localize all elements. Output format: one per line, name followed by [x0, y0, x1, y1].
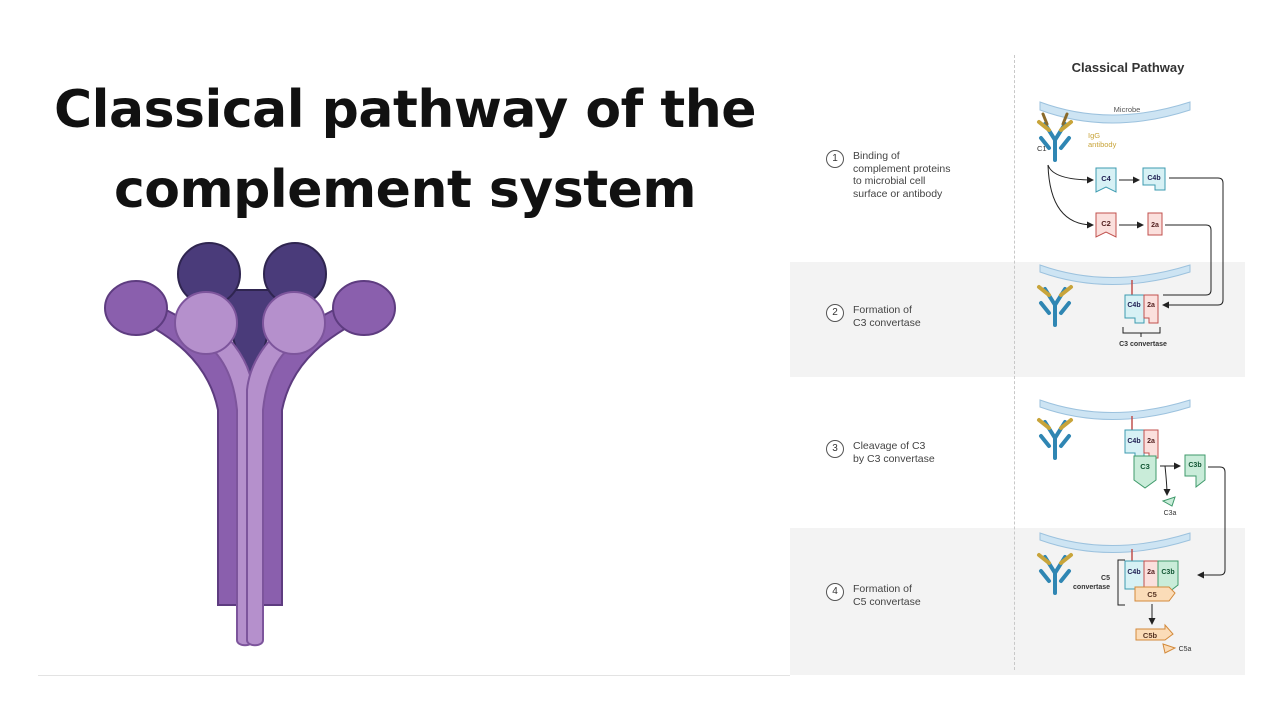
c4b-label-3: C4b [1127, 438, 1140, 445]
c5-convertase-bracket [1117, 559, 1125, 606]
step-text: Binding of complement proteins to microb… [853, 150, 951, 200]
c5a-label: C5a [1179, 646, 1192, 653]
antibody-light-head-left [174, 291, 238, 355]
step-number: 3 [826, 440, 844, 458]
arrow-to-c2 [1047, 164, 1094, 229]
c1-label: C1 [1037, 144, 1047, 153]
igg-antibody-icon-2 [1037, 285, 1073, 327]
c2a-bound-label: 2a [1147, 302, 1155, 309]
c5-label: C5 [1147, 590, 1157, 599]
microbe-membrane-2 [1039, 264, 1191, 285]
c5a-fragment [1162, 643, 1177, 654]
c5-protein [1134, 586, 1176, 602]
igg-antibody-icon-3 [1037, 418, 1073, 460]
panel-divider [1014, 55, 1015, 670]
microbe-membrane [1039, 101, 1191, 124]
microbe-membrane-3 [1039, 399, 1191, 420]
c2a-label-3: 2a [1147, 438, 1155, 445]
step-number: 4 [826, 583, 844, 601]
c5-convertase-label-line-1: C5 [1101, 575, 1110, 582]
c3b-label-4: C3b [1161, 569, 1174, 576]
step-text: Cleavage of C3 by C3 convertase [853, 440, 935, 465]
c2a-bound [1143, 294, 1159, 324]
panel-title: Classical Pathway [1071, 60, 1185, 75]
c5-convertase-label-line-2: convertase [1073, 584, 1110, 591]
igg-label-line-2: antibody [1088, 140, 1117, 149]
c4b-label-4: C4b [1127, 569, 1140, 576]
arrow-c3-to-c3a [1163, 465, 1171, 496]
c3-protein [1133, 455, 1157, 489]
c5b-protein [1135, 623, 1174, 641]
microbe-label: Microbe [1114, 105, 1141, 114]
antibody-knob-right [332, 280, 396, 336]
c5b-label: C5b [1143, 631, 1158, 640]
arrow-to-c4 [1047, 164, 1094, 184]
igg-label-line-1: IgG [1088, 131, 1100, 140]
step-number: 2 [826, 304, 844, 322]
c2-protein [1095, 212, 1117, 238]
antibody-inner-left [192, 323, 254, 647]
c3b-label: C3b [1188, 462, 1201, 469]
c2a-label: 2a [1151, 222, 1159, 229]
page-title-line-2: complement system [113, 160, 697, 220]
igg-antibody-icon [1037, 112, 1073, 162]
arrow-c4b-to-convertase [1162, 177, 1224, 309]
c2-label: C2 [1101, 219, 1111, 228]
microbe-membrane-4 [1039, 532, 1191, 553]
c2a-label-4: 2a [1147, 569, 1155, 576]
c4-protein [1095, 167, 1117, 193]
c2a-protein [1147, 212, 1163, 236]
page-title-line-1: Classical pathway of the [54, 80, 756, 140]
step-2-band [790, 262, 1245, 377]
antibody-light-head-right [262, 291, 326, 355]
step-text: Formation of C5 convertase [853, 583, 921, 608]
page-title: Classical pathway of the complement syst… [40, 70, 770, 230]
divider-line [38, 675, 790, 676]
antibody-knob-left [104, 280, 168, 336]
c4b-label: C4b [1147, 175, 1160, 182]
c4b-bound-label: C4b [1127, 302, 1140, 309]
igg-antibody-icon-4 [1037, 553, 1073, 595]
c3b-protein [1184, 454, 1206, 489]
c3a-label: C3a [1164, 510, 1177, 517]
c4b-protein [1142, 167, 1166, 191]
convertase-bracket [1122, 327, 1161, 337]
arrow-c2a-to-convertase [1163, 224, 1212, 296]
step-text: Formation of C3 convertase [853, 304, 921, 329]
antibody-inner-right [246, 323, 308, 647]
arrow-c3b-to-c5-convertase [1197, 466, 1226, 579]
c4-label: C4 [1101, 174, 1111, 183]
step-number: 1 [826, 150, 844, 168]
c4b-bound [1124, 294, 1145, 324]
c3-convertase-label: C3 convertase [1119, 341, 1167, 348]
antibody-illustration [104, 242, 396, 647]
c3a-fragment [1161, 496, 1176, 507]
pathway-diagram: Microbe C1 IgG antibody C4 C4b C2 2a C4b… [1037, 101, 1226, 654]
c3-label: C3 [1140, 462, 1150, 471]
